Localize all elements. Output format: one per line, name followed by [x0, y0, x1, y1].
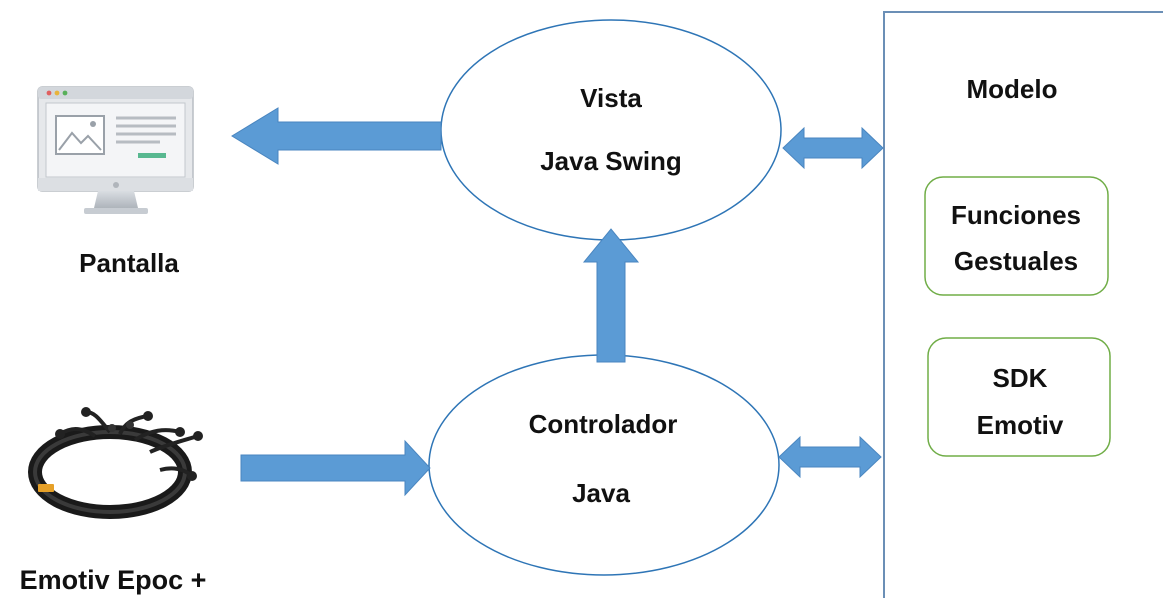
vista-subtitle: Java Swing	[540, 146, 682, 176]
funciones-line1: Funciones	[951, 200, 1081, 230]
pantalla-label: Pantalla	[79, 248, 179, 278]
controlador-to-vista-arrow	[582, 228, 640, 363]
modelo-title: Modelo	[967, 74, 1058, 104]
vista-modelo-double-arrow	[782, 126, 884, 170]
emotiv-to-controlador-arrow	[240, 439, 431, 497]
sdk-line2: Emotiv	[977, 410, 1064, 440]
monitor-icon	[37, 86, 194, 214]
eeg-headset-icon	[28, 407, 203, 519]
modelo-panel	[883, 11, 1163, 598]
controlador-modelo-double-arrow	[778, 435, 882, 479]
funciones-line2: Gestuales	[954, 246, 1078, 276]
vista-title: Vista	[580, 83, 642, 113]
controlador-title: Controlador	[529, 409, 678, 439]
controlador-subtitle: Java	[572, 478, 630, 508]
funciones-gestuales-box	[924, 176, 1109, 296]
emotiv-epoc-label: Emotiv Epoc +	[20, 565, 207, 595]
sdk-emotiv-box	[927, 337, 1111, 457]
sdk-line1: SDK	[993, 363, 1048, 393]
vista-to-pantalla-arrow	[231, 107, 442, 165]
controlador-node	[428, 354, 780, 576]
vista-node	[440, 19, 782, 241]
